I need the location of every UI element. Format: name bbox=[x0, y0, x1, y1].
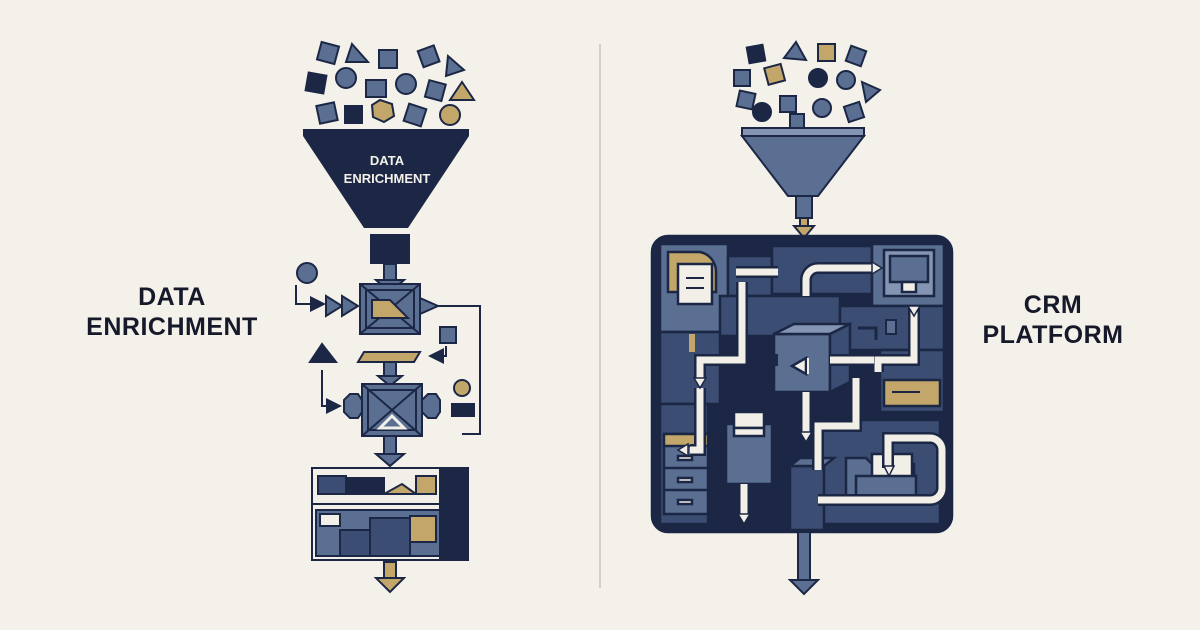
crm-flow-pipes bbox=[676, 260, 948, 526]
input-triangle-shape bbox=[344, 42, 371, 63]
data-enrichment-label: DATA ENRICHMENT bbox=[72, 282, 272, 342]
crm-platform-label-line-1: CRM bbox=[1023, 291, 1083, 319]
input-square-shape bbox=[745, 43, 767, 65]
input-square-shape bbox=[423, 78, 447, 103]
input-triangle-shape bbox=[444, 53, 466, 78]
input-square-shape bbox=[735, 89, 757, 111]
input-square-shape bbox=[365, 79, 387, 98]
flow-arrow bbox=[383, 263, 397, 281]
input-square-shape bbox=[315, 101, 339, 125]
connector-line bbox=[295, 285, 326, 312]
input-square-shape bbox=[402, 102, 428, 128]
connector-line bbox=[428, 346, 447, 364]
input-rect-shape bbox=[451, 403, 475, 417]
chevron-arrow bbox=[341, 294, 360, 318]
input-hexagon-shape bbox=[370, 98, 396, 124]
funnel-spout bbox=[795, 195, 813, 219]
input-circle-shape bbox=[453, 379, 471, 397]
chevron-arrow bbox=[325, 294, 344, 318]
input-square-shape bbox=[439, 326, 457, 344]
gear-icon bbox=[421, 393, 441, 419]
funnel-label: DATA ENRICHMENT bbox=[326, 152, 448, 188]
flow-arrow bbox=[383, 435, 397, 455]
input-square-shape bbox=[315, 40, 341, 66]
data-enrichment-label-line-2: ENRICHMENT bbox=[86, 313, 258, 341]
crm-platform-label: CRM PLATFORM bbox=[968, 290, 1138, 350]
enriched-data-panel bbox=[311, 467, 469, 561]
funnel-spout bbox=[370, 234, 410, 264]
funnel-cone bbox=[739, 135, 867, 197]
data-enrichment-label-line-1: DATA bbox=[138, 283, 206, 311]
input-square-shape bbox=[378, 49, 398, 69]
gold-bar bbox=[356, 351, 422, 363]
funnel-label-line-1: DATA bbox=[369, 153, 405, 168]
input-triangle-shape bbox=[308, 342, 339, 363]
document-icon bbox=[676, 262, 714, 306]
input-triangle-shape bbox=[448, 80, 476, 101]
input-circle-shape bbox=[812, 98, 832, 118]
output-arrow-right bbox=[787, 531, 821, 596]
left-input-shapes bbox=[304, 40, 476, 128]
input-circle-shape bbox=[395, 73, 417, 95]
input-triangle-shape bbox=[860, 80, 882, 104]
funnel-rim bbox=[741, 127, 865, 137]
funnel-label-line-2: ENRICHMENT bbox=[343, 171, 431, 186]
connector-line bbox=[321, 370, 342, 414]
enrichment-funnel bbox=[303, 129, 469, 264]
input-circle-shape bbox=[296, 262, 318, 284]
input-circle-shape bbox=[439, 104, 461, 126]
input-square-shape bbox=[762, 62, 787, 86]
output-arrow-left bbox=[373, 561, 407, 594]
enrichment-pipeline bbox=[295, 262, 481, 468]
input-square-shape bbox=[844, 44, 868, 68]
chevron-arrow bbox=[419, 296, 441, 316]
input-square-shape bbox=[416, 44, 441, 69]
funnel-cone bbox=[303, 136, 469, 228]
funnel-rim bbox=[303, 129, 469, 136]
processor-core bbox=[371, 299, 411, 319]
crm-funnel bbox=[739, 127, 867, 240]
connector-line bbox=[438, 305, 481, 435]
input-square-shape bbox=[842, 100, 866, 124]
input-square-shape bbox=[817, 43, 836, 62]
gear-icon bbox=[343, 393, 363, 419]
input-square-shape bbox=[779, 95, 797, 113]
input-circle-shape bbox=[335, 67, 357, 89]
input-square-shape bbox=[344, 105, 363, 124]
right-input-shapes bbox=[733, 40, 882, 129]
crm-platform-label-line-2: PLATFORM bbox=[982, 321, 1124, 349]
input-circle-shape bbox=[752, 102, 772, 122]
input-circle-shape bbox=[808, 68, 828, 88]
flow-arrow-head bbox=[373, 453, 407, 468]
input-square-shape bbox=[304, 71, 328, 95]
input-square-shape bbox=[789, 113, 805, 129]
input-square-shape bbox=[733, 69, 751, 87]
input-triangle-shape bbox=[782, 40, 808, 62]
input-circle-shape bbox=[836, 70, 856, 90]
